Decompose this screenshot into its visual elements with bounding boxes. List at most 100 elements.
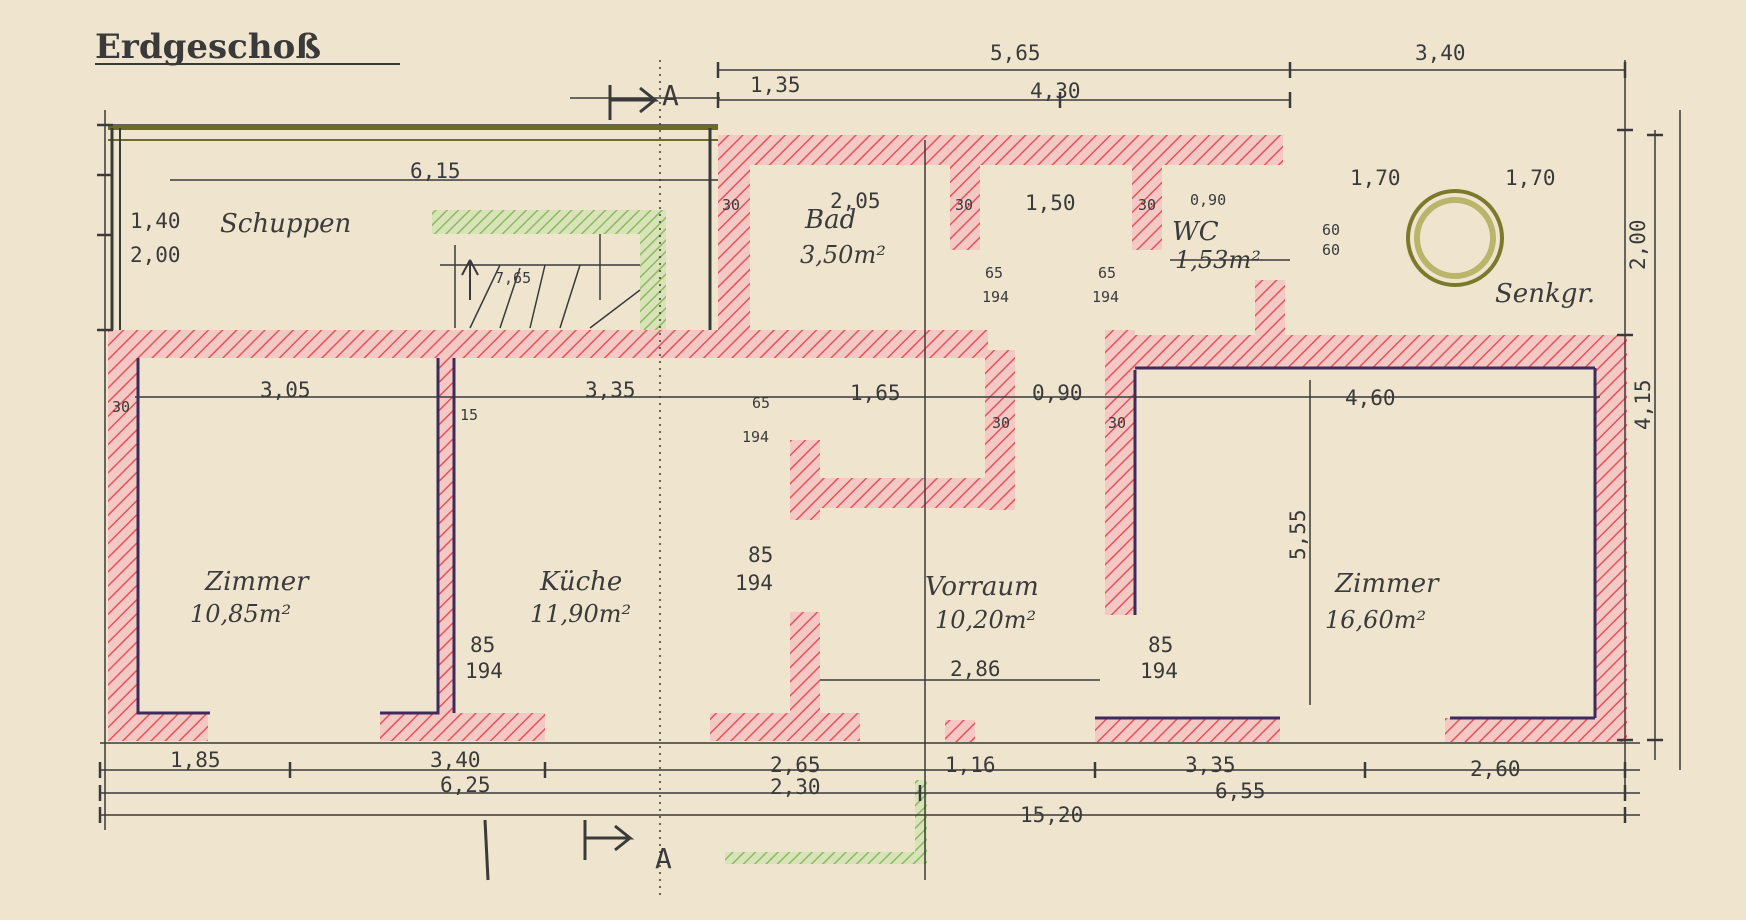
dim-door-85a: 85 (748, 543, 773, 567)
dim-wall-30e: 30 (992, 414, 1010, 432)
dimension-ticks (97, 62, 1663, 823)
dim-door-194b: 194 (1092, 288, 1119, 306)
dim-200-right: 2,00 (1626, 219, 1650, 270)
dim-door-65c: 65 (752, 394, 770, 412)
dim-wall-30a: 30 (722, 196, 740, 214)
dim-wc-60a: 60 (1322, 221, 1340, 239)
entry-steps (725, 852, 920, 864)
dim-340-top: 3,40 (1415, 41, 1466, 65)
wall-outer-bottom-6 (1445, 718, 1625, 742)
dim-555: 5,55 (1286, 509, 1310, 560)
wall-vorraum-zimmer-stub (1105, 330, 1135, 370)
room-bad-area: 3,50m² (800, 241, 886, 269)
dim-150: 1,50 (1025, 191, 1076, 215)
wall-outer-bottom-1 (108, 713, 208, 741)
dim-wall-30b: 30 (955, 196, 973, 214)
room-bad: Bad (804, 205, 856, 235)
dim-615: 6,15 (410, 159, 461, 183)
room-wc: WC (1172, 217, 1219, 247)
dim-wall-15: 15 (460, 406, 478, 424)
wall-box-bottom (790, 478, 1015, 508)
section-arrows (483, 85, 660, 881)
stair-green-side (640, 210, 666, 330)
wall-bad-mid (950, 165, 980, 250)
dim-wall-30d: 30 (112, 398, 130, 416)
dim-765: 7,65 (495, 269, 531, 287)
wall-outer-right (1595, 335, 1627, 740)
dim-door-194c: 194 (742, 428, 769, 446)
room-vorraum: Vorraum (925, 572, 1039, 602)
room-zimmer-right-area: 16,60m² (1325, 606, 1426, 634)
dim-wall-30f: 30 (1108, 414, 1126, 432)
staircase (432, 210, 666, 330)
dim-135: 1,35 (750, 73, 801, 97)
dim-655: 6,55 (1215, 779, 1266, 803)
dim-305: 3,05 (260, 378, 311, 402)
plan-title: Erdgeschoß (95, 27, 321, 67)
room-kueche: Küche (539, 567, 622, 597)
dim-230: 2,30 (770, 775, 821, 799)
wall-wc-right (1255, 280, 1285, 335)
dim-140: 1,40 (130, 209, 181, 233)
dim-205: 2,05 (830, 189, 881, 213)
dim-286: 2,86 (950, 657, 1001, 681)
dim-625: 6,25 (440, 773, 491, 797)
inner-contours (136, 358, 1597, 720)
wall-top-service (718, 135, 1283, 165)
wall-main-north (108, 330, 988, 358)
dim-wc-60b: 60 (1322, 241, 1340, 259)
dim-340-bottom: 3,40 (430, 748, 481, 772)
wall-main-north-right (1105, 335, 1625, 367)
dim-door-65a: 65 (985, 264, 1003, 282)
dim-415: 4,15 (1631, 379, 1655, 430)
wall-outer-bottom-5 (1095, 718, 1280, 742)
dim-door-85b: 85 (470, 633, 495, 657)
wall-kueche-vorraum-bottom (790, 612, 820, 717)
room-senkgrube: Senkgr. (1495, 279, 1595, 309)
dim-165: 1,65 (850, 381, 901, 405)
room-zimmer-right: Zimmer (1334, 569, 1440, 599)
wall-outer-bottom-4 (945, 720, 975, 742)
dim-565: 5,65 (990, 41, 1041, 65)
dim-335-bottom: 3,35 (1185, 753, 1236, 777)
dim-335-kueche: 3,35 (585, 378, 636, 402)
walls (108, 135, 1627, 742)
schuppen-outline (108, 126, 718, 330)
dim-1520: 15,20 (1020, 803, 1083, 827)
stair-arrow (461, 259, 479, 300)
dim-200: 2,00 (130, 243, 181, 267)
dim-door-194a: 194 (982, 288, 1009, 306)
room-wc-area: 1,53m² (1175, 246, 1261, 274)
dim-170a: 1,70 (1350, 166, 1401, 190)
wall-outer-left (108, 330, 138, 740)
room-zimmer-left: Zimmer (204, 567, 310, 597)
dim-460: 4,60 (1345, 386, 1396, 410)
wall-outer-bottom-3 (710, 713, 860, 741)
dim-260: 2,60 (1470, 757, 1521, 781)
dim-wc-090: 0,90 (1190, 191, 1226, 209)
entry-steps-side (915, 780, 927, 864)
wall-mid-wc (1132, 165, 1162, 250)
wall-outer-bottom-2 (380, 713, 545, 741)
dim-170b: 1,70 (1505, 166, 1556, 190)
senkgrube-circle (1406, 189, 1504, 287)
dim-door-65b: 65 (1098, 264, 1116, 282)
dim-116: 1,16 (945, 753, 996, 777)
dim-185: 1,85 (170, 748, 221, 772)
dim-v-090: 0,90 (1032, 381, 1083, 405)
stair-green-top (432, 210, 662, 234)
room-vorraum-area: 10,20m² (935, 606, 1036, 634)
dim-430: 4,30 (1030, 79, 1081, 103)
dim-265: 2,65 (770, 753, 821, 777)
dim-wall-30c: 30 (1138, 196, 1156, 214)
dim-door-194e: 194 (465, 659, 503, 683)
dim-door-194d: 194 (735, 571, 773, 595)
wall-vorraum-zimmer (1105, 335, 1135, 615)
dimension-lines (100, 60, 1681, 900)
room-kueche-area: 11,90m² (530, 600, 631, 628)
dim-door-85c: 85 (1148, 633, 1173, 657)
wall-zimmer-kueche (438, 358, 454, 713)
room-schuppen: Schuppen (220, 209, 351, 239)
room-zimmer-left-area: 10,85m² (190, 600, 291, 628)
